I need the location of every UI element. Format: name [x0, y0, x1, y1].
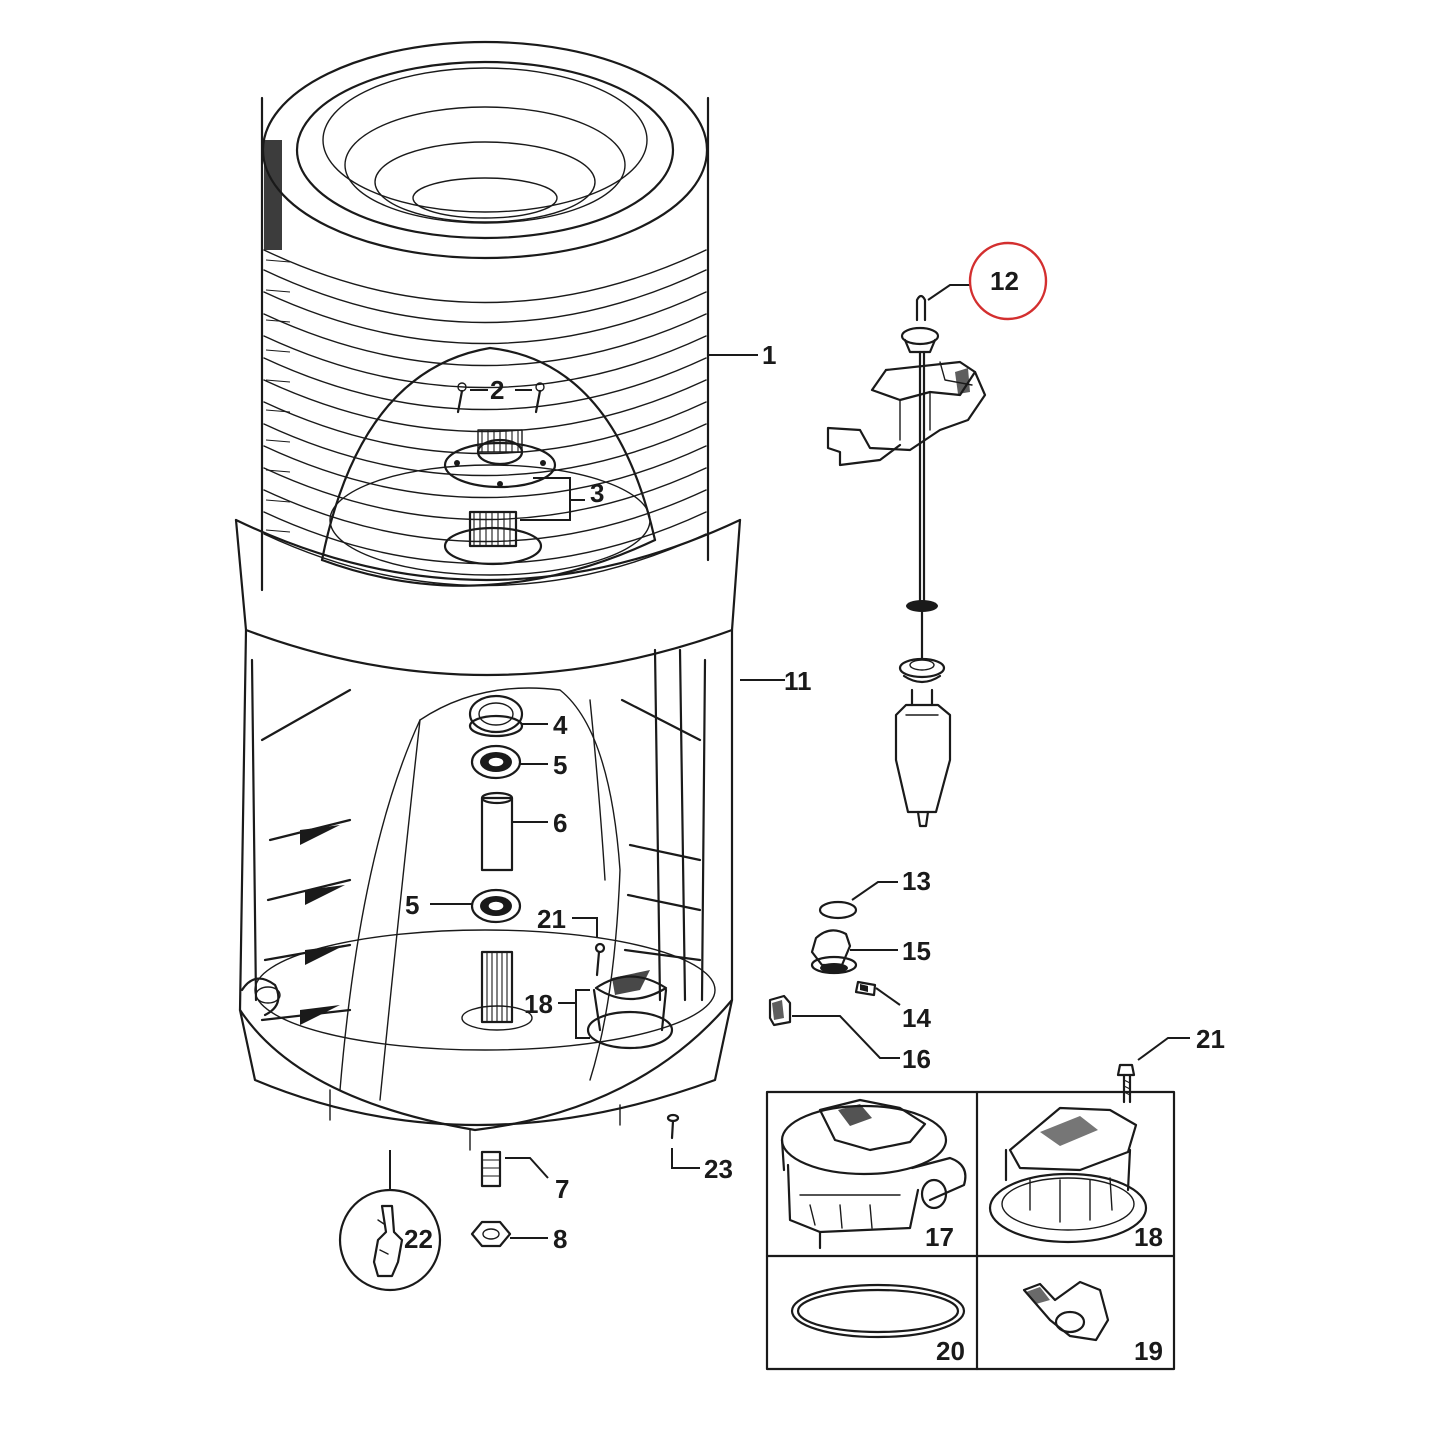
kit-label-17: 17	[925, 1222, 954, 1252]
callout-11: 11	[784, 666, 812, 696]
bearing-part-5-lower	[430, 888, 522, 924]
callout-22: 22	[404, 1224, 433, 1254]
pump-part-18-inner	[558, 970, 674, 1050]
callout-3: 3	[590, 478, 604, 508]
pump-kit-box	[765, 1090, 1176, 1371]
spline-shaft	[461, 950, 533, 1031]
callout-18-inner: 18	[524, 989, 553, 1019]
callout-16: 16	[902, 1044, 931, 1074]
water-level-assembly-part-12	[826, 284, 987, 828]
callout-23: 23	[704, 1154, 733, 1184]
cover-part-19	[1022, 1280, 1110, 1342]
gasket-part-20	[790, 1283, 966, 1339]
callout-5-upper: 5	[553, 750, 567, 780]
callout-7: 7	[555, 1174, 569, 1204]
callout-15: 15	[902, 936, 931, 966]
clip-part-14	[854, 980, 901, 1006]
o-ring-part-13	[818, 881, 898, 920]
wash-basket	[260, 40, 710, 592]
callout-21-outer: 21	[1196, 1024, 1225, 1054]
bushing-part-6	[480, 791, 548, 872]
screws-part-2	[456, 382, 545, 414]
callout-6: 6	[553, 808, 567, 838]
agitator-drive-part-3	[443, 429, 585, 566]
highlight-circle-12	[968, 241, 1048, 321]
seal-part-4	[468, 694, 548, 738]
callout-21-inner: 21	[537, 904, 566, 934]
screw-part-23	[666, 1113, 700, 1169]
callout-labels: 1 2 3 4 5 6 5 21 18 7 8 22 23 11 12 13 1…	[404, 266, 1225, 1366]
callout-13: 13	[902, 866, 931, 896]
pump-part-17	[780, 1098, 967, 1250]
callout-1: 1	[762, 340, 776, 370]
connector-part-16	[768, 994, 900, 1059]
kit-label-20: 20	[936, 1336, 965, 1366]
kit-label-18: 18	[1134, 1222, 1163, 1252]
bearing-part-5-upper	[470, 744, 548, 780]
callout-14: 14	[902, 1003, 931, 1033]
callout-8: 8	[553, 1224, 567, 1254]
clip-part-22	[338, 1150, 442, 1292]
fitting-part-15	[810, 929, 898, 975]
screw-part-21-outer	[1116, 1037, 1190, 1104]
callout-2: 2	[490, 375, 504, 405]
nut-part-8	[470, 1220, 548, 1248]
pin-part-7	[480, 1150, 549, 1188]
callout-4: 4	[553, 710, 568, 740]
outer-tub	[234, 518, 742, 1151]
callout-5-lower: 5	[405, 890, 419, 920]
pump-part-18-kit	[988, 1106, 1148, 1244]
kit-label-19: 19	[1134, 1336, 1163, 1366]
screw-part-21-inner	[572, 917, 606, 977]
callout-12: 12	[990, 266, 1019, 296]
